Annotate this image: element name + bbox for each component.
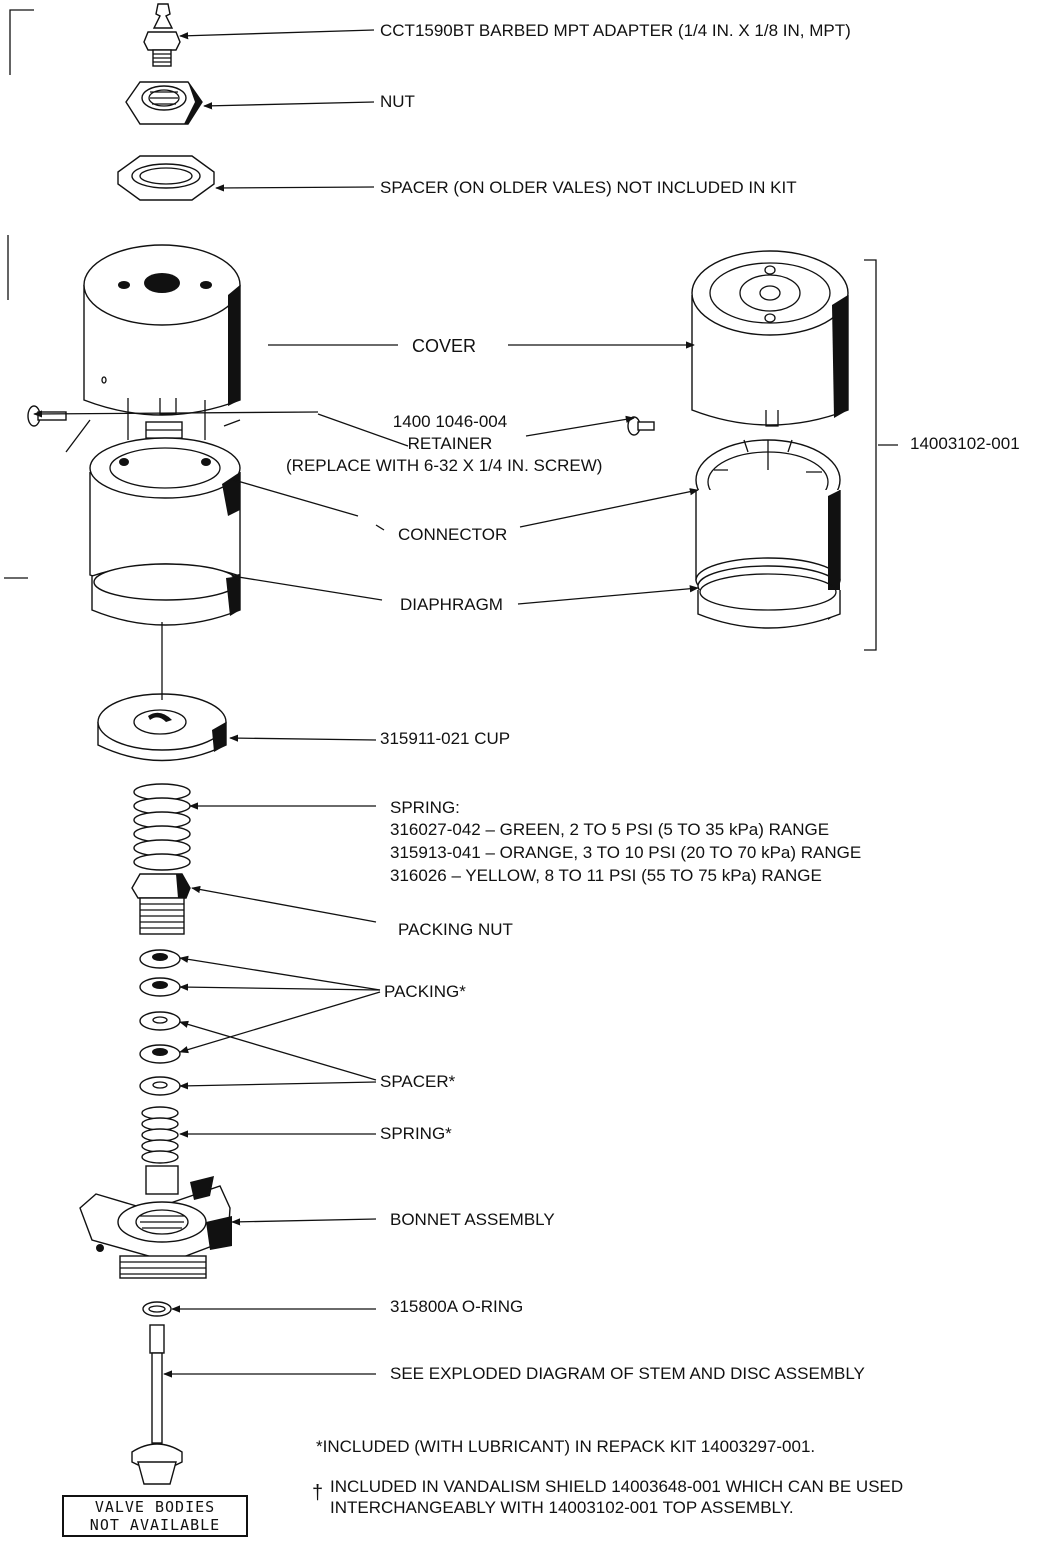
valve-bodies-line1: VALVE BODIES [94, 1498, 216, 1516]
small-spring-part [141, 1106, 179, 1164]
o-ring-part [142, 1301, 172, 1317]
valve-bodies-line2: NOT AVAILABLE [89, 1516, 221, 1534]
spring-title: SPRING: [390, 798, 460, 817]
retainer-note: (REPLACE WITH 6-32 X 1/4 IN. SCREW) [286, 456, 603, 475]
retainer-part-number: 1400 1046-004 [392, 412, 508, 431]
packing-nut-label: PACKING NUT [398, 920, 513, 939]
spring-yellow-option: 316026 – YELLOW, 8 TO 11 PSI (55 TO 75 k… [390, 866, 822, 885]
retainer-pin-left [27, 405, 67, 427]
cover-right-part [691, 250, 849, 427]
cup-part [97, 693, 227, 762]
retainer-label: RETAINER [407, 434, 493, 453]
vandalism-note-line2: INTERCHANGEABLY WITH 14003102-001 TOP AS… [330, 1498, 794, 1517]
connector-label: CONNECTOR [398, 525, 508, 544]
packing-nut-part [131, 873, 191, 935]
connector-right-part [695, 439, 841, 629]
spring-part [133, 783, 191, 871]
spacer-label: SPACER* [380, 1072, 456, 1091]
retainer-pin-right [627, 416, 655, 436]
connector-left-part [89, 398, 241, 626]
diaphragm-label: DIAPHRAGM [400, 595, 503, 614]
vandalism-note-line1: INCLUDED IN VANDALISM SHIELD 14003648-00… [330, 1477, 904, 1496]
nut-label: NUT [380, 92, 415, 111]
o-ring-label: 315800A O-RING [390, 1297, 524, 1316]
dagger-symbol: † [312, 1482, 324, 1504]
valve-bodies-box: VALVE BODIES NOT AVAILABLE [62, 1495, 248, 1537]
nut-part [125, 81, 203, 125]
repack-note: *INCLUDED (WITH LUBRICANT) IN REPACK KIT… [316, 1437, 816, 1456]
top-assembly-number: 14003102-001 [910, 434, 1020, 453]
spacer-plate-part [117, 155, 215, 201]
bonnet-assembly-part [79, 1165, 232, 1279]
spring-green-option: 316027-042 – GREEN, 2 TO 5 PSI (5 TO 35 … [390, 820, 830, 839]
small-spring-label: SPRING* [380, 1124, 452, 1143]
spacer-top-label: SPACER (ON OLDER VALES) NOT INCLUDED IN … [380, 178, 797, 197]
packing-label: PACKING* [384, 982, 466, 1001]
spring-orange-option: 315913-041 – ORANGE, 3 TO 10 PSI (20 TO … [390, 843, 862, 862]
cup-label: 315911-021 CUP [380, 729, 511, 748]
barbed-adapter-part [143, 3, 181, 67]
stem-label: SEE EXPLODED DIAGRAM OF STEM AND DISC AS… [390, 1364, 865, 1383]
bonnet-label: BONNET ASSEMBLY [390, 1210, 555, 1229]
adapter-label: CCT1590BT BARBED MPT ADAPTER (1/4 IN. X … [380, 21, 851, 40]
margin-brackets [4, 9, 34, 579]
packing-rings-part [139, 949, 181, 1096]
leader-lines [33, 29, 898, 1378]
cover-label: COVER [412, 336, 477, 356]
cover-left-part [83, 244, 241, 416]
stem-part [131, 1324, 183, 1485]
